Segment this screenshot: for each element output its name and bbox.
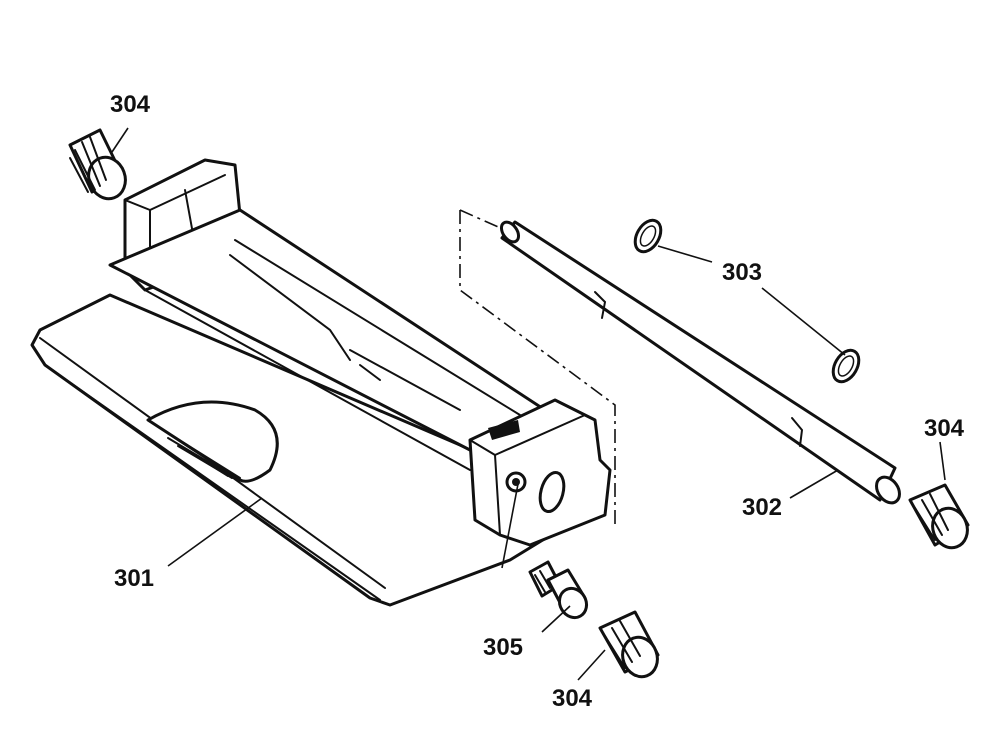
- callout-304-top-left: 304: [110, 91, 151, 118]
- callout-304-right: 304: [924, 415, 965, 442]
- part-305-screw: [528, 560, 589, 620]
- part-303-retaining-rings: [633, 218, 861, 384]
- part-302-shaft: [499, 220, 901, 505]
- leader-lines: [111, 127, 946, 681]
- projection-lines: [459, 209, 616, 525]
- part-304-nut-right: [908, 483, 970, 550]
- callout-labels: 304 303 304 302 301 305 304: [110, 91, 965, 712]
- callout-304-bottom: 304: [552, 685, 593, 712]
- callout-301: 301: [114, 565, 154, 592]
- part-304-nut-bottom: [598, 610, 660, 679]
- part-301-base: [30, 158, 612, 607]
- callout-302: 302: [742, 494, 782, 521]
- callout-305: 305: [483, 634, 523, 661]
- part-304-nut-top-left: [68, 128, 127, 201]
- callout-303: 303: [722, 259, 762, 286]
